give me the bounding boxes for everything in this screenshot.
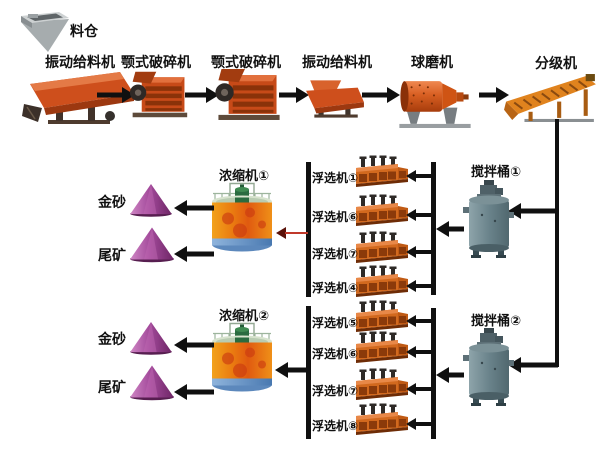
- feeder1-label: 振动给料机: [45, 54, 115, 70]
- flotation-machine-icon: [354, 368, 410, 404]
- ball-mill-label: 球磨机: [411, 54, 453, 70]
- arrow-mixer1-to-bank1: [436, 221, 464, 237]
- arrow-into-flotation: [406, 382, 433, 396]
- flotation-bank2-collect-bar: [306, 306, 311, 439]
- ore-pile-cone-icon: [128, 364, 176, 401]
- flotation-machine-icon: [354, 194, 410, 230]
- arrow-ballmill-to-classifier: [479, 87, 509, 103]
- flotation-machine-label: 浮选机⑥: [312, 347, 359, 361]
- arrow-into-flotation: [406, 208, 433, 222]
- thickener2-label: 浓缩机②: [218, 308, 269, 323]
- crusher1-label: 颚式破碎机: [121, 54, 191, 70]
- flotation-machine-icon: [354, 155, 410, 191]
- ore-pile-cone-icon: [128, 226, 176, 263]
- hopper-label: 料仓: [70, 23, 98, 39]
- flotation-machine-label: 浮选机⑦: [312, 384, 359, 398]
- flotation-machine-label: 浮选机⑤: [312, 316, 359, 330]
- arrow-into-mixer2: [508, 357, 558, 373]
- flotation-bank1-collect-bar: [306, 162, 311, 297]
- thickener1-label: 浓缩机①: [218, 168, 269, 183]
- ball-mill-icon: [397, 71, 473, 128]
- thickener-tank-icon: [210, 180, 274, 259]
- flotation-bank1-feed-bar: [431, 162, 436, 295]
- arrow-feeder2-to-ballmill: [362, 87, 400, 103]
- flotation-machine-label: 浮选机⑦: [312, 247, 359, 261]
- crusher2-label: 颚式破碎机: [211, 54, 281, 70]
- arrow-thickener1-to-tailings: [174, 246, 214, 262]
- hopper-bin-icon: [20, 11, 70, 53]
- flotation-machine-label: 浮选机①: [312, 171, 359, 185]
- arrow-bank1-to-thickener1: [276, 227, 308, 239]
- mixer1-label: 搅拌桶①: [470, 164, 521, 179]
- flotation-machine-label: 浮选机⑧: [312, 419, 359, 433]
- gold-sand-label: 金砂: [98, 331, 126, 347]
- arrow-bank2-to-thickener2: [275, 362, 308, 378]
- arrow-into-flotation: [406, 417, 433, 431]
- arrow-into-flotation: [406, 345, 433, 359]
- arrow-thickener1-to-gold: [174, 200, 214, 216]
- flotation-machine-label: 浮选机⑥: [312, 210, 359, 224]
- tailings-label: 尾矿: [98, 379, 126, 395]
- mixing-barrel-icon: [462, 326, 514, 408]
- arrow-into-mixer1: [508, 203, 558, 219]
- mixer2-label: 搅拌桶②: [470, 313, 521, 328]
- thickener-tank-icon: [210, 320, 274, 399]
- flotation-machine-icon: [354, 265, 410, 301]
- feeder2-label: 振动给料机: [302, 54, 372, 70]
- vibrating-feeder-icon: [304, 79, 366, 119]
- tailings-label: 尾矿: [98, 247, 126, 263]
- flotation-machine-label: 浮选机④: [312, 281, 359, 295]
- mixing-barrel-icon: [462, 178, 514, 260]
- arrow-thickener2-to-gold: [174, 337, 214, 353]
- flotation-bank2-feed-bar: [431, 308, 436, 439]
- jaw-crusher-icon: [214, 68, 282, 121]
- ore-pile-cone-icon: [128, 321, 174, 355]
- flotation-machine-icon: [354, 403, 410, 439]
- arrow-mixer2-to-bank2: [436, 367, 464, 383]
- jaw-crusher-icon: [129, 68, 189, 121]
- arrow-into-flotation: [406, 169, 433, 183]
- ore-pile-cone-icon: [128, 183, 174, 217]
- gold-sand-label: 金砂: [98, 194, 126, 210]
- flotation-machine-icon: [354, 231, 410, 267]
- arrow-thickener2-to-tailings: [174, 384, 214, 400]
- arrow-into-flotation: [406, 279, 433, 293]
- spiral-classifier-icon: [504, 73, 598, 122]
- flotation-machine-icon: [354, 331, 410, 367]
- arrow-into-flotation: [406, 314, 433, 328]
- arrow-into-flotation: [406, 245, 433, 259]
- classifier-output-line: [555, 119, 559, 367]
- classifier-label: 分级机: [535, 55, 577, 71]
- arrow-crusher2-to-feeder2: [279, 87, 309, 103]
